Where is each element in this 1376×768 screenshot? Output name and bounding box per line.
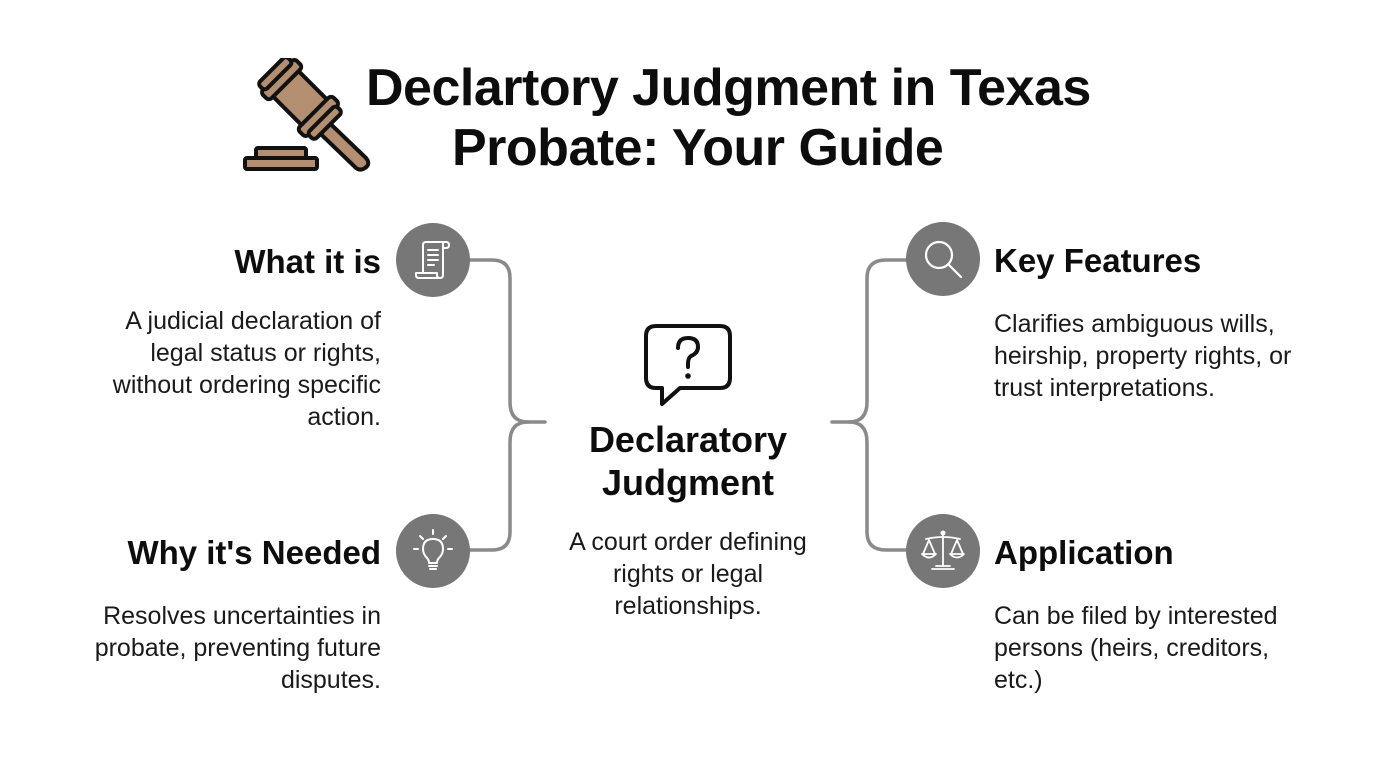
page-title-line-1: Declartory Judgment in Texas xyxy=(366,59,1091,117)
description-line: Can be filed by interested xyxy=(994,602,1278,630)
question-speech-bubble-icon xyxy=(644,322,734,408)
application-icon-circle xyxy=(906,514,980,588)
center-title-line-1: Declaratory xyxy=(588,419,788,460)
description-line: without ordering specific xyxy=(112,371,381,399)
key-features-icon-circle xyxy=(906,222,980,296)
page-title-line-2: Probate: Your Guide xyxy=(452,119,944,177)
center-title: Declaratory Judgment xyxy=(538,418,838,504)
description-line: Resolves uncertainties in xyxy=(103,602,381,630)
application-heading: Application xyxy=(994,534,1174,571)
description-line: legal status or rights, xyxy=(150,339,381,367)
why-its-needed-heading: Why it's Needed xyxy=(127,534,381,571)
key-features-description: Clarifies ambiguous wills, heirship, pro… xyxy=(994,308,1334,404)
description-line: Clarifies ambiguous wills, xyxy=(994,310,1275,338)
key-features-heading: Key Features xyxy=(994,242,1202,279)
gavel-icon xyxy=(240,55,375,173)
description-line: etc.) xyxy=(994,666,1043,694)
scroll-document-icon xyxy=(415,241,450,279)
center-title-line-2: Judgment xyxy=(601,462,774,503)
what-it-is-description: A judicial declaration of legal status o… xyxy=(61,305,381,433)
description-line: A judicial declaration of xyxy=(125,307,381,335)
description-line: rights or legal xyxy=(612,560,764,588)
description-line: persons (heirs, creditors, xyxy=(994,634,1270,662)
description-line: action. xyxy=(307,403,381,431)
scales-of-justice-icon xyxy=(921,530,965,570)
why-its-needed-icon-circle xyxy=(396,514,470,588)
application-description: Can be filed by interested persons (heir… xyxy=(994,600,1334,696)
magnifying-glass-icon xyxy=(924,240,963,279)
description-line: A court order defining xyxy=(569,528,807,556)
description-line: heirship, property rights, or xyxy=(994,342,1292,370)
description-line: probate, preventing future xyxy=(94,634,381,662)
center-description: A court order defining rights or legal r… xyxy=(538,526,838,622)
what-it-is-heading: What it is xyxy=(234,243,381,280)
description-line: disputes. xyxy=(280,666,381,694)
description-line: trust interpretations. xyxy=(994,374,1215,402)
what-it-is-icon-circle xyxy=(396,223,470,297)
why-its-needed-description: Resolves uncertainties in probate, preve… xyxy=(61,600,381,696)
lightbulb-icon xyxy=(413,529,453,570)
description-line: relationships. xyxy=(614,592,762,620)
